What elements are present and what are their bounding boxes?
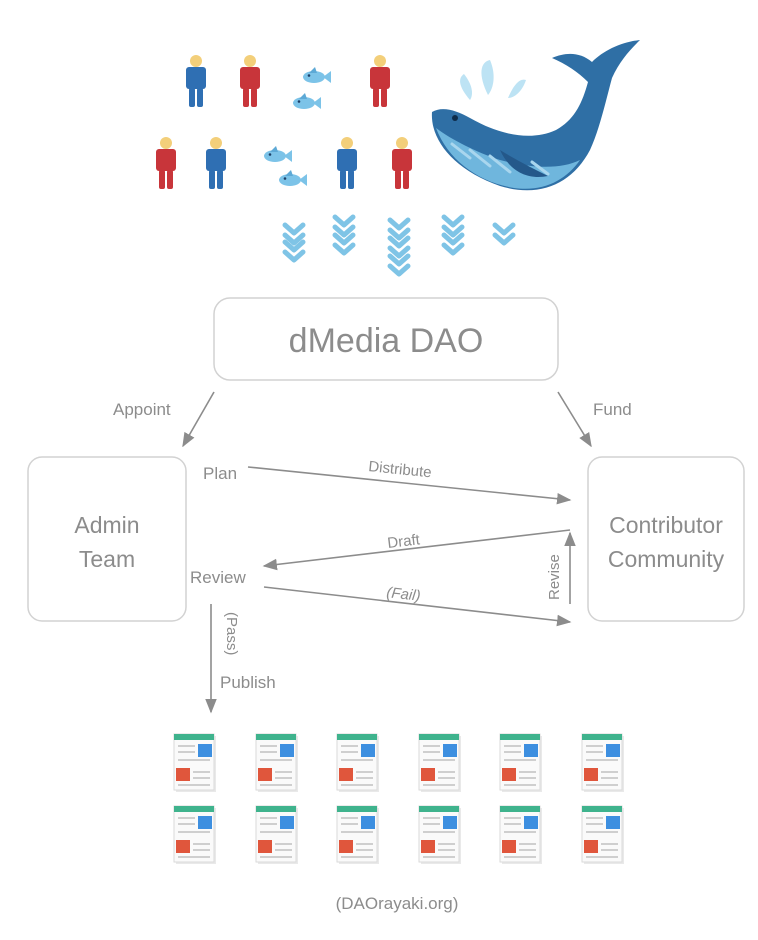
article-icon: [581, 733, 625, 793]
person-icon: [206, 137, 226, 189]
crowd-illustration: [156, 55, 412, 189]
article-icon: [336, 805, 380, 865]
article-icon: [499, 805, 543, 865]
person-icon: [156, 137, 176, 189]
fund-label: Fund: [593, 400, 632, 419]
fail-arrow: [263, 586, 572, 627]
admin-team-label-line1: Admin: [74, 512, 139, 538]
published-articles-grid: [173, 733, 625, 865]
appoint-arrow: [182, 391, 215, 448]
dmedia-dao-label: dMedia DAO: [289, 322, 484, 360]
article-icon: [418, 805, 462, 865]
fish-icon: [264, 146, 292, 162]
double-chevron-down-icon: [390, 256, 408, 274]
double-chevron-down-icon: [495, 225, 513, 243]
flow-down-chevrons: [285, 217, 513, 274]
pass-label: (Pass): [223, 612, 240, 655]
draft-arrow: [262, 529, 571, 571]
dmedia-dao-box: [213, 297, 559, 381]
admin-team-label-line2: Team: [79, 546, 135, 572]
fund-arrow: [557, 391, 592, 448]
fish-icon: [279, 170, 307, 186]
fail-label: (Fail): [386, 584, 422, 605]
plan-label: Plan: [203, 464, 237, 483]
contributor-community-label-line1: Contributor: [609, 512, 723, 538]
article-icon: [581, 805, 625, 865]
admin-team-box: [27, 456, 187, 622]
double-chevron-down-icon: [390, 220, 408, 238]
article-icon: [173, 805, 217, 865]
double-chevron-down-icon: [444, 217, 462, 235]
double-chevron-down-icon: [335, 217, 353, 235]
article-icon: [255, 733, 299, 793]
double-chevron-down-icon: [285, 225, 303, 243]
whale-icon: [431, 40, 640, 191]
person-icon: [370, 55, 390, 107]
review-label: Review: [190, 568, 246, 587]
fish-icon: [303, 67, 331, 83]
distribute-label: Distribute: [368, 458, 433, 481]
publish-label: Publish: [220, 673, 276, 692]
contributor-community-label-line2: Community: [608, 546, 725, 572]
flow-arrows: [182, 391, 592, 714]
double-chevron-down-icon: [335, 235, 353, 253]
article-icon: [255, 805, 299, 865]
double-chevron-down-icon: [390, 238, 408, 256]
article-icon: [173, 733, 217, 793]
person-icon: [240, 55, 260, 107]
draft-label: Draft: [386, 531, 421, 552]
fish-icon: [293, 93, 321, 109]
contributor-community-box: [587, 456, 745, 622]
source-credit: (DAOrayaki.org): [336, 894, 459, 913]
double-chevron-down-icon: [444, 235, 462, 253]
appoint-label: Appoint: [113, 400, 171, 419]
person-icon: [337, 137, 357, 189]
fish-group: [264, 67, 331, 186]
person-icon: [392, 137, 412, 189]
revise-label: Revise: [546, 554, 563, 600]
article-icon: [418, 733, 462, 793]
article-icon: [336, 733, 380, 793]
person-icon: [186, 55, 206, 107]
article-icon: [499, 733, 543, 793]
distribute-arrow: [247, 466, 572, 505]
